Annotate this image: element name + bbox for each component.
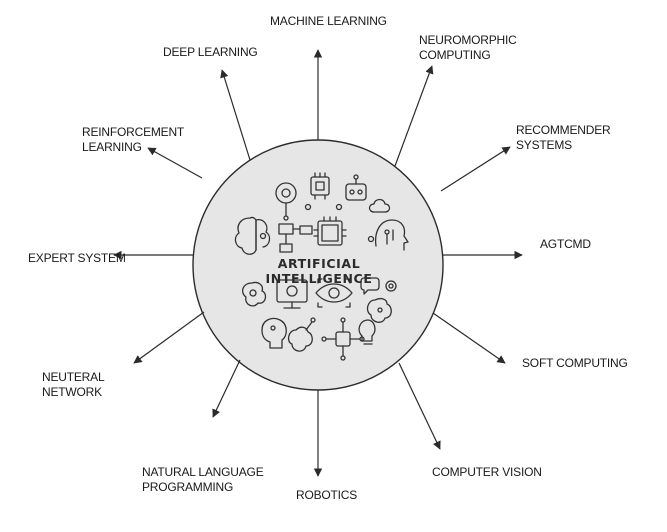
arrow-deep-learning	[220, 69, 251, 161]
gear-circuit-icon	[275, 182, 297, 221]
label-line: ROBOTICS	[296, 488, 358, 502]
brain-icon	[234, 216, 271, 255]
arrow-computer-vision	[398, 362, 441, 450]
label-deep-learning: DEEP LEARNING	[163, 45, 258, 60]
label-line: EXPERT SYSTEM	[28, 251, 126, 265]
label-machine-learning: MACHINE LEARNING	[270, 14, 387, 29]
arrow-recommender-systems	[440, 146, 511, 192]
label-expert-system: EXPERT SYSTEM	[28, 251, 126, 266]
label-line: NEUTERAL	[42, 370, 105, 384]
arrow-reinforcement-learning	[147, 147, 203, 179]
brain-gear-icon	[241, 281, 267, 307]
label-line: SOFT COMPUTING	[522, 356, 628, 370]
label-line: DEEP LEARNING	[163, 45, 258, 59]
arrow-neuromorphic-computing	[394, 65, 434, 167]
brain-network-icon	[366, 297, 392, 323]
network-chip-icon	[321, 317, 365, 361]
label-computer-vision: COMPUTER VISION	[432, 465, 542, 480]
brain-circuit-icon	[287, 317, 316, 352]
cloud-icon	[368, 198, 391, 213]
monitor-brain-icon	[276, 279, 308, 309]
label-line: NETWORK	[42, 385, 102, 399]
label-line: REINFORCEMENT	[82, 125, 185, 139]
center-title: ARTIFICIAL INTELLIGENCE	[265, 256, 373, 286]
eye-icon	[315, 278, 353, 308]
robot-icon	[345, 174, 367, 201]
label-line: COMPUTING	[419, 48, 491, 62]
arrow-soft-computing	[432, 312, 506, 364]
label-line: LEARNING	[82, 140, 142, 154]
gear-icon	[385, 280, 397, 292]
label-soft-computing: SOFT COMPUTING	[522, 356, 628, 371]
label-line: NEUROMORPHIC	[419, 33, 517, 47]
label-line: RECOMMENDER	[516, 123, 611, 137]
ai-chip-icon	[313, 216, 347, 246]
chip-icon	[310, 172, 330, 200]
label-line: PROGRAMMING	[142, 480, 234, 494]
label-line: SYSTEMS	[516, 138, 572, 152]
circuit-head-icon	[261, 317, 287, 349]
lightbulb-icon	[358, 319, 376, 345]
arrow-natural-language-programming	[212, 359, 241, 418]
chat-icon	[360, 277, 380, 295]
arrow-neuteral-network	[133, 311, 205, 364]
flowchart-icon	[278, 223, 313, 253]
label-line: AGTCMD	[540, 237, 591, 251]
label-line: COMPUTER VISION	[432, 465, 542, 479]
circuit-head-icon	[374, 219, 409, 251]
label-line: MACHINE LEARNING	[270, 14, 387, 28]
label-line: NATURAL LANGUAGE	[142, 465, 264, 479]
label-robotics: ROBOTICS	[296, 488, 357, 503]
label-agtcmd: AGTCMD	[540, 237, 591, 252]
